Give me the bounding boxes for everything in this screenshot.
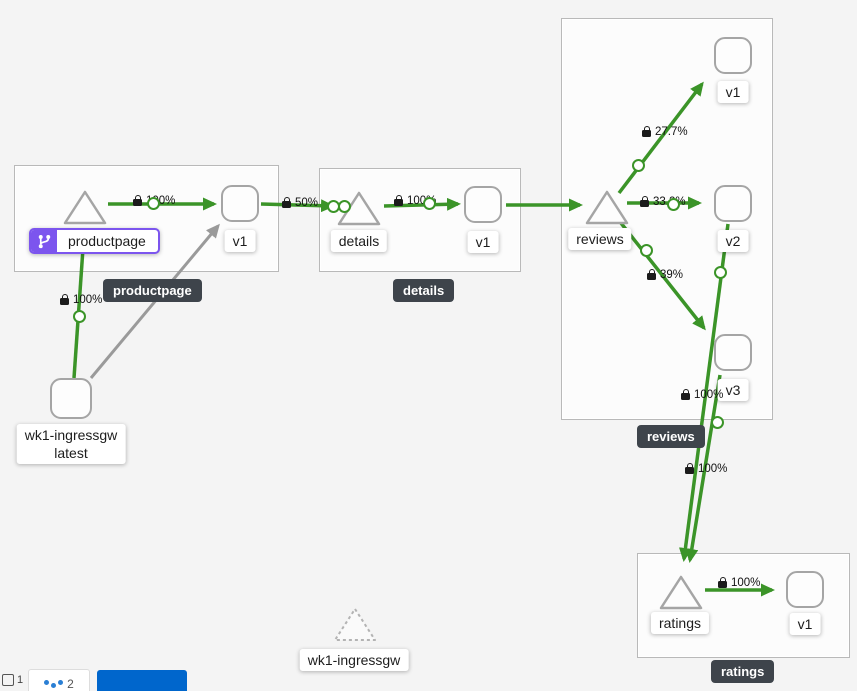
- edge-percent: 100%: [73, 294, 103, 306]
- virtual-service-icon: [31, 230, 57, 252]
- workload-name: wk1-ingressgw: [24, 427, 118, 443]
- edge-dot: [73, 310, 86, 323]
- edge-dot: [338, 200, 351, 213]
- mtls-lock-icon: [647, 269, 656, 280]
- footer-badge-two-count: 2: [67, 677, 74, 691]
- app-badge-ratings: ratings: [711, 660, 775, 683]
- mtls-lock-icon: [685, 463, 694, 474]
- workload-node-reviews-v2[interactable]: [714, 185, 752, 222]
- service-node-reviews[interactable]: [584, 187, 630, 227]
- edge-label-v3-ratings: 100%: [685, 463, 727, 475]
- workload-node-ratings-v1[interactable]: [786, 571, 824, 608]
- edge-label-v2-ratings: 100%: [681, 389, 723, 401]
- mtls-lock-icon: [133, 195, 142, 206]
- edge-label-reviews-v1: 27.7%: [642, 126, 688, 138]
- idle-service-node-ingressgw[interactable]: [332, 604, 378, 644]
- node-label-idle-gateway: wk1-ingressgw: [299, 649, 409, 672]
- edge-percent: 100%: [731, 577, 761, 589]
- edge-dot: [667, 198, 680, 211]
- app-badge-details: details: [393, 279, 455, 302]
- edge-percent: 100%: [698, 463, 728, 475]
- workload-node-productpage-v1[interactable]: [221, 185, 259, 222]
- node-label-ingressgw: wk1-ingressgw latest: [16, 424, 126, 465]
- service-label-productpage[interactable]: productpage: [29, 228, 160, 254]
- edge-percent: 27.7%: [655, 126, 688, 138]
- footer-badge-two[interactable]: 2: [28, 669, 90, 691]
- mtls-lock-icon: [60, 294, 69, 305]
- node-label: v1: [224, 230, 256, 253]
- workload-node-reviews-v3[interactable]: [714, 334, 752, 371]
- app-badge-productpage: productpage: [103, 279, 202, 302]
- node-label: details: [330, 230, 388, 253]
- edge-dot: [714, 266, 727, 279]
- node-label: v1: [789, 613, 821, 636]
- footer-badge-one-count: 1: [17, 674, 24, 686]
- footer-badge-one[interactable]: 1: [2, 674, 23, 686]
- mtls-lock-icon: [640, 196, 649, 207]
- edge-dot: [147, 197, 160, 210]
- service-node-productpage[interactable]: [62, 187, 108, 227]
- mtls-lock-icon: [681, 389, 690, 400]
- mtls-lock-icon: [718, 577, 727, 588]
- edge-dot: [423, 197, 436, 210]
- service-node-ratings[interactable]: [658, 572, 704, 612]
- footer-badge-one-icon: [2, 674, 14, 686]
- node-label: v1: [467, 231, 499, 254]
- workload-node-reviews-v1[interactable]: [714, 37, 752, 74]
- edge-label-ratings-v1: 100%: [718, 577, 760, 589]
- workload-node-details-v1[interactable]: [464, 186, 502, 223]
- edge-percent: 50%: [295, 197, 319, 209]
- mtls-lock-icon: [282, 197, 291, 208]
- edge-dot: [640, 244, 653, 257]
- edge-label-productpage-details: 50%: [282, 197, 318, 209]
- edge-label-ingress-productpage: 100%: [60, 294, 102, 306]
- service-label-text: productpage: [68, 233, 146, 249]
- edge-label-reviews-v3: 39%: [647, 269, 683, 281]
- workload-node-ingressgw[interactable]: [50, 378, 92, 419]
- edge-dot: [632, 159, 645, 172]
- workload-version: latest: [54, 445, 88, 462]
- mtls-lock-icon: [642, 126, 651, 137]
- node-label: v1: [717, 81, 749, 104]
- edge-percent: 39%: [660, 269, 684, 281]
- node-label: reviews: [568, 228, 632, 251]
- mtls-lock-icon: [394, 195, 403, 206]
- footer-primary-button[interactable]: [97, 670, 187, 691]
- node-label: v2: [717, 230, 749, 253]
- node-label: ratings: [650, 612, 710, 635]
- edge-percent: 100%: [694, 389, 724, 401]
- edge-dot: [711, 416, 724, 429]
- graph-dots-icon: [44, 680, 64, 688]
- app-badge-reviews: reviews: [637, 425, 705, 448]
